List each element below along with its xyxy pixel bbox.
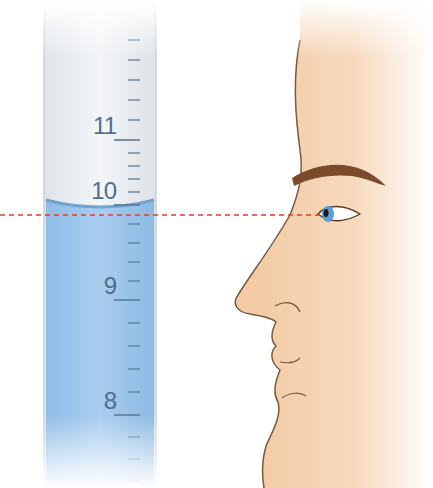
- scale-number: 10: [91, 179, 116, 203]
- eyebrow: [292, 165, 386, 186]
- nostril: [275, 303, 300, 312]
- iris: [322, 206, 334, 222]
- pupil: [324, 209, 329, 217]
- lip-line: [280, 358, 300, 363]
- fade: [40, 0, 160, 488]
- sight-line: [0, 214, 322, 216]
- scale-number: 8: [104, 389, 116, 413]
- scale-number: 11: [93, 114, 116, 138]
- scale-number: 9: [104, 274, 116, 298]
- face-skin: [235, 0, 433, 488]
- fade: [280, 0, 433, 488]
- chin-line: [282, 393, 306, 398]
